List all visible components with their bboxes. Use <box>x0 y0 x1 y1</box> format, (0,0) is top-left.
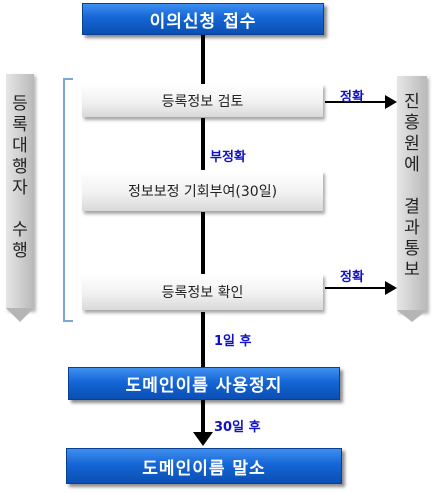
arrowhead-review-accurate <box>385 95 397 109</box>
kisa-side-text: 진 흥 원 에 결 과 통 보 <box>404 92 420 280</box>
node-domain-deletion: 도메인이름 말소 <box>66 448 342 484</box>
node-registration-confirm: 등록정보 확인 <box>82 274 323 310</box>
arrowhead-to-delete <box>193 432 213 446</box>
kisa-banner-arrow <box>397 310 427 322</box>
connector-correction-confirm <box>201 212 205 274</box>
connector-review-accurate <box>325 101 387 103</box>
label-confirm-accurate: 정확 <box>340 270 364 285</box>
arrowhead-confirm-accurate <box>385 281 397 295</box>
connector-confirm-accurate <box>325 287 387 289</box>
node-correction-opportunity: 정보보정 기회부여(30일) <box>82 171 323 211</box>
connector-start-review <box>201 35 205 85</box>
node-registration-review: 등록정보 검토 <box>82 84 323 117</box>
registrar-side-banner <box>6 74 34 310</box>
kisa-side-banner <box>397 76 427 312</box>
node-objection-received: 이의신청 접수 <box>82 3 324 35</box>
registrar-side-text: 등 록 대 행 자 수 행 <box>12 94 28 261</box>
process-bracket <box>63 78 73 322</box>
label-inaccurate: 부정확 <box>210 150 246 165</box>
registrar-banner-arrow <box>6 308 34 322</box>
label-after-30days: 30일 후 <box>214 420 261 435</box>
connector-suspend-delete <box>201 400 205 436</box>
label-after-1day: 1일 후 <box>214 334 252 349</box>
connector-review-correction <box>201 118 205 170</box>
label-review-accurate: 정확 <box>340 90 364 105</box>
connector-confirm-suspend <box>201 312 205 368</box>
node-domain-suspension: 도메인이름 사용정지 <box>68 367 340 400</box>
